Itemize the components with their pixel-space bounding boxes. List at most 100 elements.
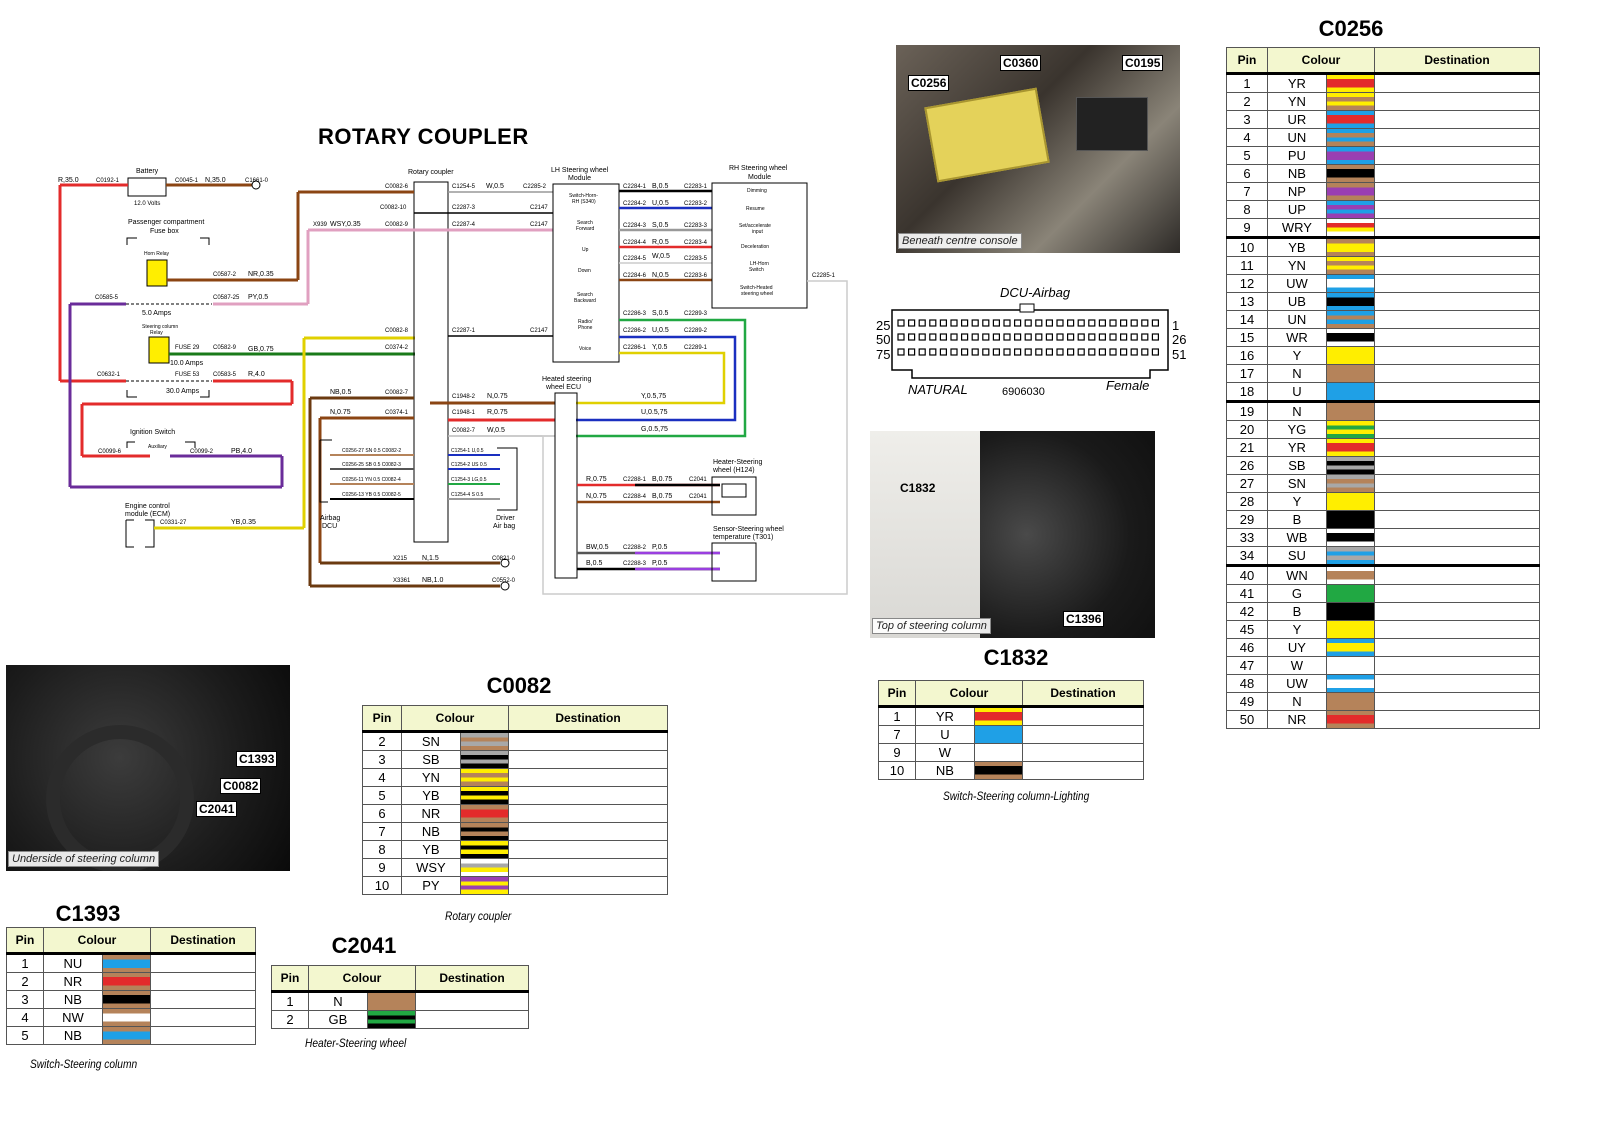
conn-c2284-3: C2284-3 (623, 223, 647, 229)
colour-code: SN (1267, 474, 1327, 493)
destination-cell (1374, 528, 1540, 547)
pin-number: 21 (1226, 438, 1268, 457)
conn-c1948-1: C1948-1 (452, 410, 476, 416)
destination-cell (1374, 146, 1540, 165)
wire-colour-swatch (102, 991, 150, 1008)
wire-w05c: W,0.5 (652, 253, 670, 260)
pin-number: 19 (1226, 400, 1268, 421)
photo-caption-underside: Underside of steering column (8, 851, 160, 867)
conn-c2283-2: C2283-2 (684, 201, 708, 207)
conn-c2289-1: C2289-1 (684, 345, 708, 351)
destination-cell (1374, 692, 1540, 711)
conn-c0192: C0192-1 (96, 178, 120, 184)
conn-c0583-5: C0583-5 (213, 372, 237, 378)
horn-relay-symbol (146, 259, 168, 287)
destination-cell (1022, 725, 1144, 744)
heated-ecu-box (554, 392, 578, 579)
label-fuse29-amps: 10.0 Amps (170, 360, 204, 367)
colour-swatch (101, 1008, 152, 1027)
dcu-pin (1120, 348, 1128, 356)
colour-code: UP (1267, 200, 1327, 219)
label-rotary: Rotary coupler (408, 169, 454, 176)
colour-swatch (1325, 310, 1376, 329)
dcu-pin (918, 333, 926, 341)
pin-number: 15 (1226, 328, 1268, 347)
colour-swatch (101, 952, 152, 973)
wire-colour-swatch (1326, 511, 1374, 528)
dcu-pin (1141, 333, 1149, 341)
label-rh-mod1: RH Steering wheel (729, 165, 788, 172)
dcu-pin (1120, 333, 1128, 341)
pin-number: 18 (1226, 382, 1268, 402)
wire-colour-swatch (1326, 75, 1374, 92)
conn-c0082-8: C0082-8 (385, 328, 409, 334)
dcu-pin (1088, 348, 1096, 356)
pin-number: 6 (1226, 164, 1268, 183)
conn-c2285-1: C2285-1 (812, 273, 836, 279)
pin-number: 1 (6, 952, 44, 973)
dcu-pin (1098, 348, 1106, 356)
conn-c0099-6: C0099-6 (98, 449, 122, 455)
colour-code: B (1267, 602, 1327, 621)
wire-colour-swatch (1326, 657, 1374, 674)
label-lhhorn1: LH-Horn (750, 261, 769, 267)
pin-number: 10 (1226, 236, 1268, 257)
wire-colour-swatch (1326, 111, 1374, 128)
pin-number: 9 (362, 858, 402, 877)
pin-number: 1 (271, 990, 309, 1011)
conn-c2284-2: C2284-2 (623, 201, 647, 207)
wire-colour-swatch (1326, 421, 1374, 438)
dcu-pin (971, 333, 979, 341)
colour-swatch (1325, 72, 1376, 93)
colour-swatch (366, 1010, 417, 1029)
wire-colour-swatch (974, 744, 1022, 761)
pin-number: 17 (1226, 364, 1268, 383)
pin-number: 41 (1226, 584, 1268, 603)
dcu-pin (929, 333, 937, 341)
wire-colour-swatch (1326, 603, 1374, 620)
label-sc-relay1: Steering column (142, 324, 178, 330)
label-horn-relay: Horn Relay (144, 251, 170, 257)
rh-module-box (711, 182, 808, 309)
wire-yb035: YB,0.35 (231, 519, 256, 526)
destination-cell (1374, 602, 1540, 621)
pin-number: 8 (362, 840, 402, 859)
dcu-pin (939, 333, 948, 341)
wire-b075b: B,0.75 (652, 493, 672, 500)
dcu-pin (971, 348, 979, 356)
wire-nb10: NB,1.0 (422, 577, 444, 584)
destination-cell (1374, 400, 1540, 421)
destination-cell (1374, 710, 1540, 729)
wire-colour-swatch (974, 708, 1022, 725)
wire-r075a: R,0.75 (487, 409, 508, 416)
dcu-pin (960, 348, 969, 356)
dcu-natural: NATURAL (908, 382, 968, 397)
photo-caption-console: Beneath centre console (898, 233, 1022, 249)
dcu-pin (971, 319, 979, 327)
pin-number: 2 (362, 730, 402, 751)
label-sbwd1: Search (577, 292, 593, 298)
conn-c2289-2: C2289-2 (684, 328, 708, 334)
th-colour: Colour (401, 705, 509, 732)
wire-b075: B,0.75 (652, 476, 672, 483)
conn-c2041b: C2041 (689, 494, 707, 500)
colour-code: YN (1267, 256, 1327, 275)
label-setacc2: input (752, 229, 763, 235)
colour-code: PY (401, 876, 461, 895)
wire-colour-swatch (1326, 457, 1374, 474)
colour-code: NB (43, 990, 103, 1009)
wire-bw05: BW,0.5 (586, 544, 609, 551)
conn-c0082-6: C0082-6 (385, 184, 409, 190)
dcu-pin (918, 348, 926, 356)
callout-c1832: C1832 (900, 481, 936, 495)
